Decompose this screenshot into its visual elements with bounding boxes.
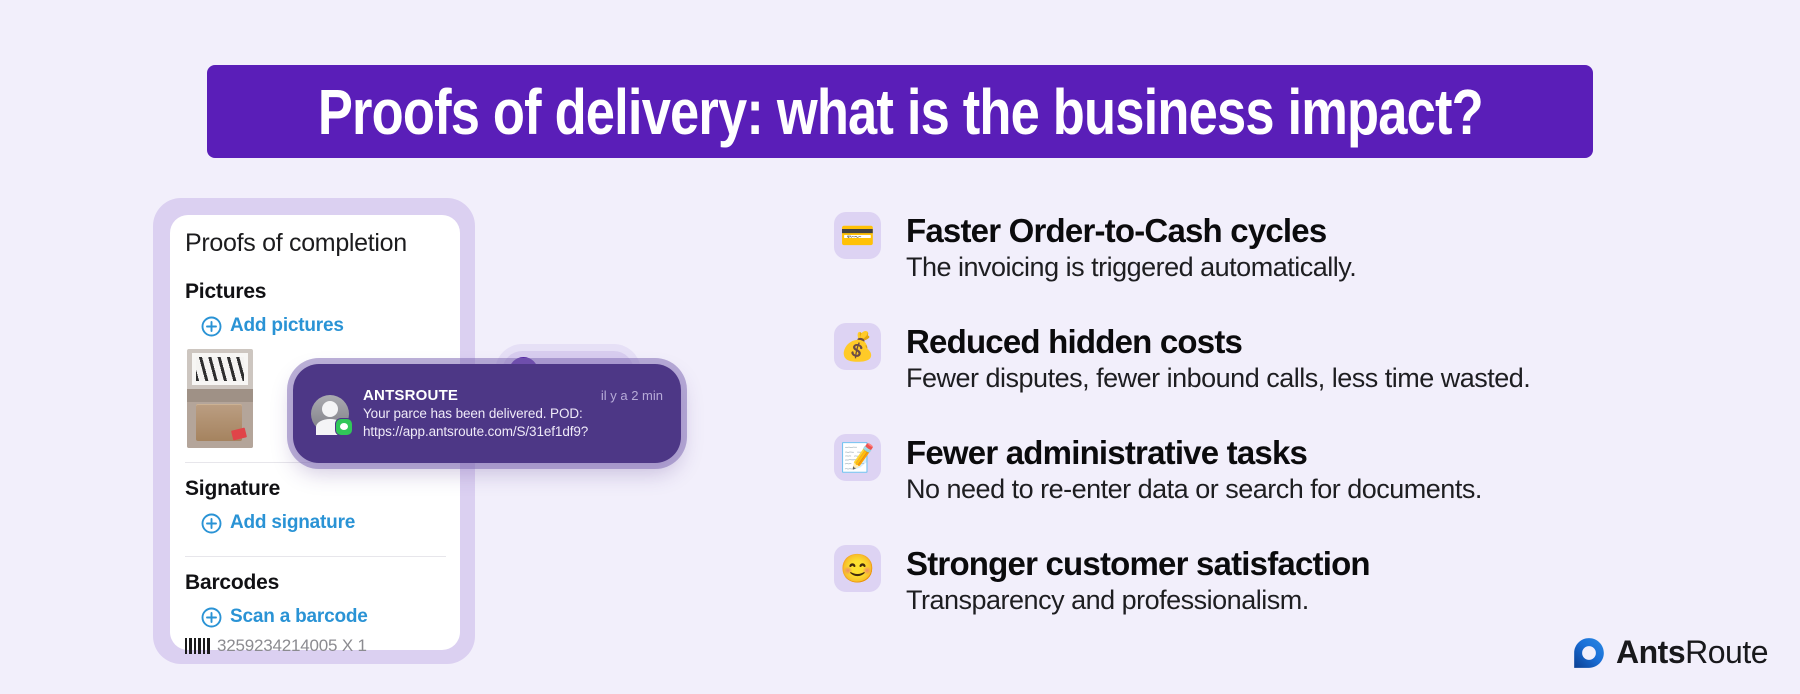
antsroute-logo-icon bbox=[1574, 637, 1604, 668]
photo-doorstep bbox=[187, 389, 253, 402]
barcode-icon bbox=[185, 638, 210, 654]
notification-timestamp: il y a 2 min bbox=[600, 387, 663, 403]
benefit-description: The invoicing is triggered automatically… bbox=[906, 252, 1357, 282]
memo-emoji-icon: 📝 bbox=[834, 434, 881, 481]
card-title: Proofs of completion bbox=[185, 229, 407, 257]
scan-barcode-label: Scan a barcode bbox=[230, 606, 368, 627]
benefit-description: No need to re-enter data or search for d… bbox=[906, 474, 1482, 504]
logo-text-bold: Ants bbox=[1616, 634, 1686, 670]
notification-message-link: https://app.antsroute.com/S/31ef1df9? bbox=[363, 423, 589, 439]
page-title: Proofs of delivery: what is the business… bbox=[317, 75, 1483, 148]
photo-shutter bbox=[192, 353, 248, 385]
benefit-title: Reduced hidden costs bbox=[906, 323, 1243, 360]
antsroute-logo: AntsRoute bbox=[1571, 634, 1768, 671]
scanned-barcode-row: 3259234214005 X 1 bbox=[185, 636, 446, 656]
add-signature-label: Add signature bbox=[230, 512, 356, 533]
plus-circle-icon bbox=[201, 607, 222, 627]
benefit-row-admin-tasks: 📝 Fewer administrative tasks No need to … bbox=[834, 434, 1530, 506]
barcodes-section-label: Barcodes bbox=[185, 571, 280, 594]
add-signature-button[interactable]: Add signature bbox=[201, 512, 446, 534]
pictures-section-label: Pictures bbox=[185, 280, 267, 303]
message-badge-icon bbox=[335, 417, 353, 436]
header-banner: Proofs of delivery: what is the business… bbox=[207, 65, 1593, 158]
benefit-title: Stronger customer satisfaction bbox=[906, 545, 1371, 582]
notification-app-name: ANTSROUTE bbox=[363, 386, 459, 404]
person-avatar bbox=[311, 394, 353, 436]
benefit-row-order-to-cash: 💳 Faster Order-to-Cash cycles The invoic… bbox=[834, 212, 1530, 284]
money-bag-emoji-icon: 💰 bbox=[834, 323, 881, 370]
benefit-description: Transparency and professionalism. bbox=[906, 585, 1309, 615]
benefit-description: Fewer disputes, fewer inbound calls, les… bbox=[906, 363, 1531, 393]
plus-circle-icon bbox=[201, 513, 222, 533]
antsroute-logo-text: AntsRoute bbox=[1616, 634, 1768, 671]
delivery-photo-thumbnail[interactable] bbox=[187, 349, 253, 448]
plus-circle-icon bbox=[201, 316, 222, 336]
benefit-row-hidden-costs: 💰 Reduced hidden costs Fewer disputes, f… bbox=[834, 323, 1531, 395]
notification-body: ANTSROUTE il y a 2 min Your parce has be… bbox=[363, 387, 663, 441]
avatar-head bbox=[322, 400, 338, 417]
barcode-value: 3259234214005 X 1 bbox=[217, 636, 367, 655]
credit-card-emoji-icon: 💳 bbox=[834, 212, 881, 259]
logo-text-regular: Route bbox=[1685, 634, 1768, 670]
add-pictures-label: Add pictures bbox=[230, 315, 344, 336]
benefit-title: Fewer administrative tasks bbox=[906, 434, 1308, 471]
signature-section-label: Signature bbox=[185, 477, 281, 500]
add-pictures-button[interactable]: Add pictures bbox=[201, 315, 446, 337]
notification-message-line1: Your parce has been delivered. POD: bbox=[363, 405, 583, 421]
benefits-list: 💳 Faster Order-to-Cash cycles The invoic… bbox=[834, 212, 1531, 617]
scan-barcode-button[interactable]: Scan a barcode bbox=[201, 606, 446, 628]
benefit-row-customer-satisfaction: 😊 Stronger customer satisfaction Transpa… bbox=[834, 545, 1530, 617]
benefit-title: Faster Order-to-Cash cycles bbox=[906, 212, 1327, 249]
push-notification[interactable]: ANTSROUTE il y a 2 min Your parce has be… bbox=[293, 364, 681, 463]
divider bbox=[185, 556, 446, 557]
smiley-emoji-icon: 😊 bbox=[834, 545, 881, 592]
